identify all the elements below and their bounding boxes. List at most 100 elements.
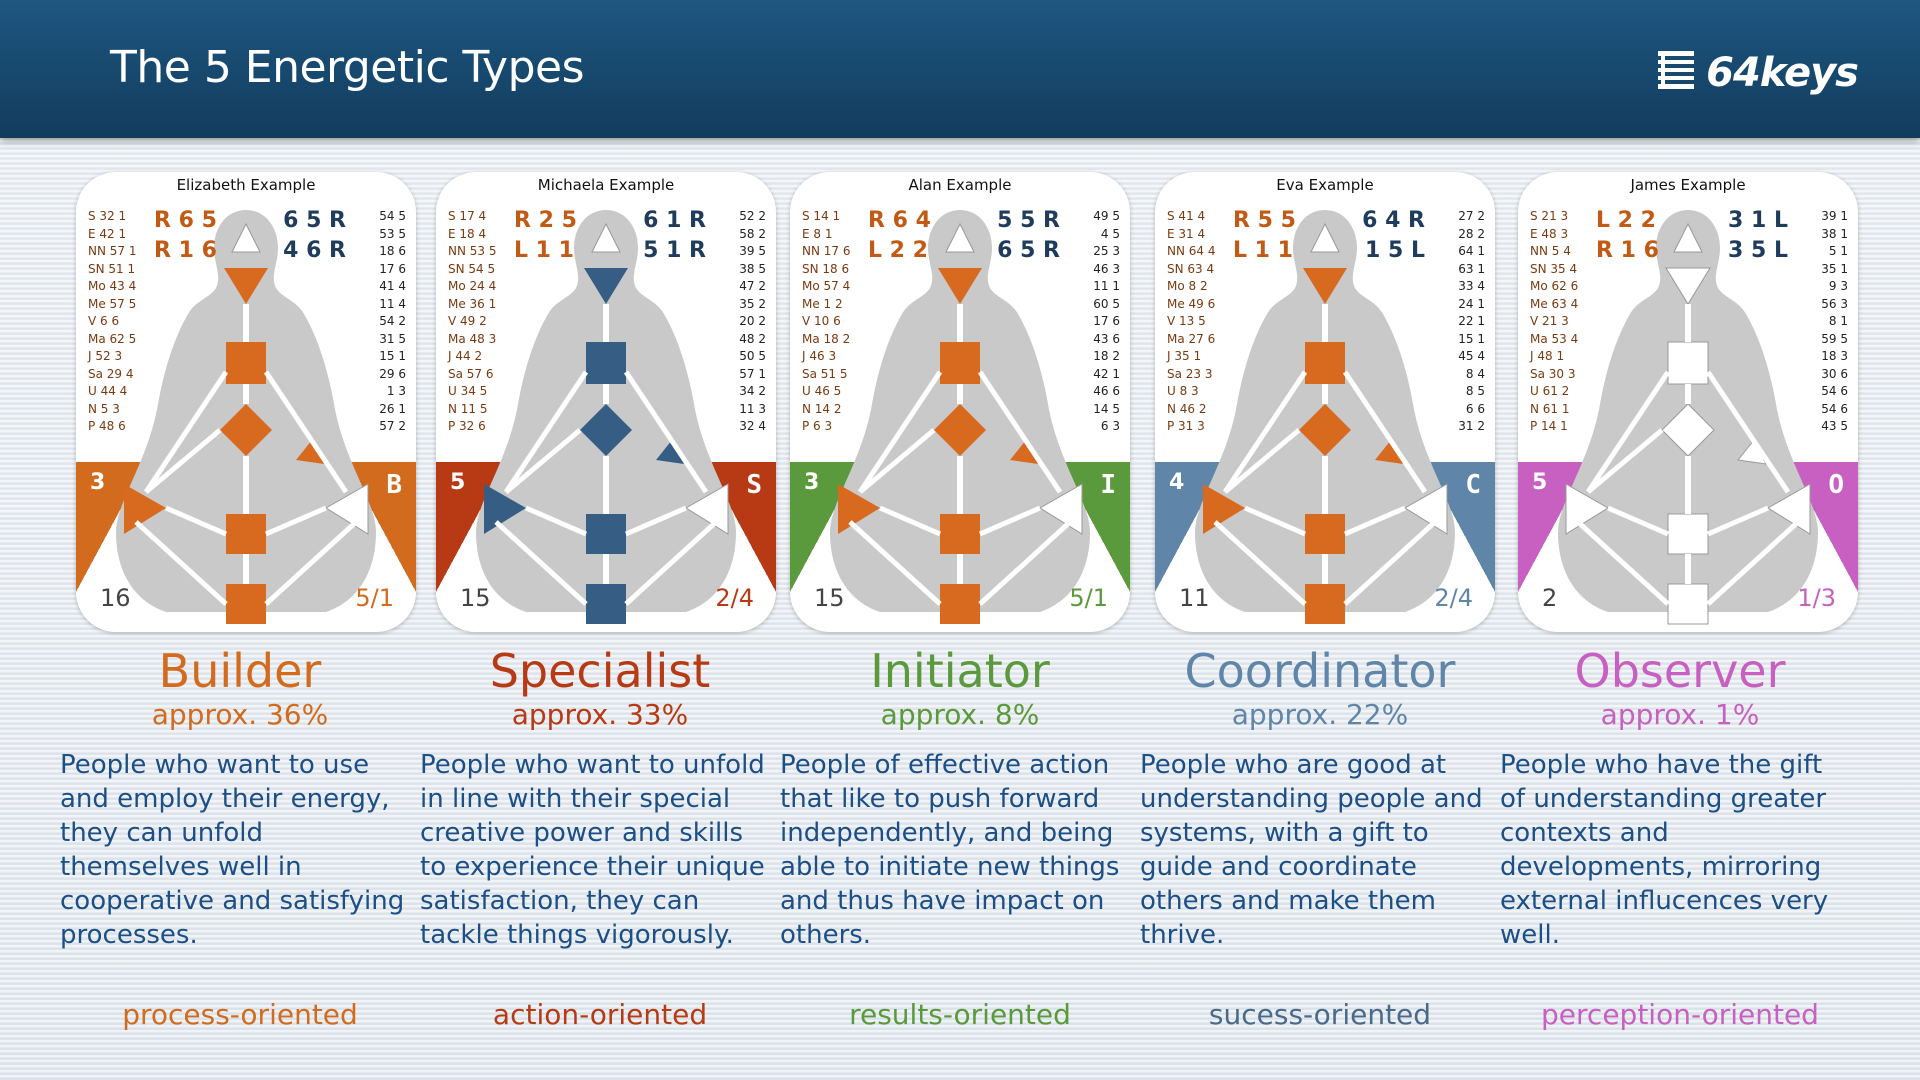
type-name: Builder: [158, 644, 322, 698]
activation-row: 3 1 L: [1728, 208, 1788, 233]
activation-row: J 35 1: [1167, 349, 1202, 363]
logo[interactable]: 64keys: [1658, 50, 1859, 96]
activation-row: 30 6: [1821, 366, 1848, 381]
definition-number: 16: [100, 584, 131, 612]
type-percentage: approx. 8%: [880, 698, 1040, 731]
activation-row: Sa 29 4: [88, 366, 134, 381]
activation-row: 57 1: [739, 366, 766, 381]
type-orientation: action-oriented: [492, 998, 708, 1031]
profile-label: 2/4: [1434, 584, 1473, 612]
activation-row: E 48 3: [1530, 226, 1569, 241]
type-orientation: perception-oriented: [1541, 998, 1819, 1031]
activation-row: P 48 6: [88, 419, 126, 433]
activation-row: 49 5: [1093, 209, 1120, 223]
authority-right-label: I: [1100, 470, 1116, 500]
activation-row: 6 1 R: [643, 208, 706, 233]
activation-row: 31 2: [1458, 419, 1485, 433]
activation-row: Mo 24 4: [448, 279, 497, 293]
activation-row: 18 3: [1821, 349, 1848, 363]
type-description: People who want to unfold in line with t…: [420, 750, 765, 950]
type-orientation: results-oriented: [849, 998, 1071, 1031]
activation-row: 53 5: [379, 226, 406, 241]
example-name: Eva Example: [1276, 176, 1374, 194]
activation-row: 26 1: [379, 401, 406, 416]
activation-row: 11 1: [1093, 279, 1120, 293]
activation-row: 43 6: [1093, 331, 1120, 346]
activation-row: 59 5: [1821, 331, 1848, 346]
activation-row: U 34 5: [448, 384, 488, 398]
activation-row: E 42 1: [88, 226, 127, 241]
definition-number: 2: [1542, 584, 1558, 612]
authority-right-label: S: [746, 470, 762, 500]
activation-row: L 2 2: [868, 238, 928, 263]
activation-row: J 46 3: [802, 349, 837, 363]
activation-row: J 44 2: [448, 349, 483, 363]
authority-left-label: 5: [1532, 470, 1548, 495]
type-orientation: process-oriented: [122, 998, 358, 1031]
activation-row: 25 3: [1093, 244, 1120, 258]
activation-row: 64 1: [1458, 244, 1485, 258]
activation-row: 31 5: [379, 331, 406, 346]
profile-label: 5/1: [1069, 584, 1108, 612]
activation-row: 32 4: [739, 419, 766, 433]
activation-row: 38 5: [739, 261, 766, 276]
activation-row: V 49 2: [448, 314, 487, 328]
activation-row: NN 53 5: [448, 244, 497, 258]
activation-row: Mo 62 6: [1530, 279, 1579, 293]
activation-row: S 32 1: [88, 209, 127, 223]
activation-row: R 6 5: [154, 208, 217, 233]
activation-row: 8 5: [1465, 384, 1485, 398]
activation-row: P 32 6: [448, 419, 486, 433]
activation-row: E 18 4: [448, 226, 487, 241]
type-name: Coordinator: [1184, 644, 1456, 698]
activation-row: 29 6: [379, 366, 406, 381]
activation-row: 34 2: [739, 384, 766, 398]
activation-row: R 6 4: [868, 208, 931, 233]
activation-row: 6 5 R: [997, 238, 1060, 263]
authority-right-label: O: [1828, 470, 1844, 500]
activation-row: P 6 3: [802, 419, 833, 433]
activation-row: S 21 3: [1530, 209, 1569, 223]
activation-row: 6 3: [1100, 419, 1120, 433]
activation-row: Sa 57 6: [448, 366, 494, 381]
bars-logo-icon: [1658, 51, 1695, 95]
definition-number: 15: [814, 584, 845, 612]
type-percentage: approx. 1%: [1600, 698, 1760, 731]
activation-row: R 1 6: [1596, 238, 1659, 263]
activation-row: 38 1: [1821, 226, 1848, 241]
activation-row: P 14 1: [1530, 419, 1568, 433]
type-description: People who are good at understanding peo…: [1140, 750, 1483, 950]
activation-row: R 5 5: [1233, 208, 1296, 233]
activation-row: 6 5 R: [283, 208, 346, 233]
activation-row: NN 17 6: [802, 244, 851, 258]
activation-row: 39 5: [739, 244, 766, 258]
activation-row: 1 5 L: [1365, 238, 1425, 263]
activation-row: E 31 4: [1167, 226, 1206, 241]
activation-row: 54 2: [379, 314, 406, 328]
activation-row: 6 4 R: [1362, 208, 1425, 233]
activation-row: N 46 2: [1167, 401, 1207, 416]
type-percentage: approx. 33%: [511, 698, 689, 731]
activation-row: Ma 27 6: [1167, 331, 1216, 346]
authority-left-label: 3: [90, 470, 106, 495]
activation-row: 15 1: [379, 349, 406, 363]
activation-row: 4 6 R: [283, 238, 346, 263]
bodygraph-diagram: [1558, 210, 1818, 625]
activation-row: V 6 6: [88, 314, 120, 328]
activation-row: SN 51 1: [88, 261, 136, 276]
activation-row: Me 1 2: [802, 296, 843, 311]
definition-number: 11: [1179, 584, 1210, 612]
activation-row: SN 35 4: [1530, 261, 1578, 276]
activation-row: L 1 1: [514, 238, 574, 263]
activation-row: 39 1: [1821, 209, 1848, 223]
